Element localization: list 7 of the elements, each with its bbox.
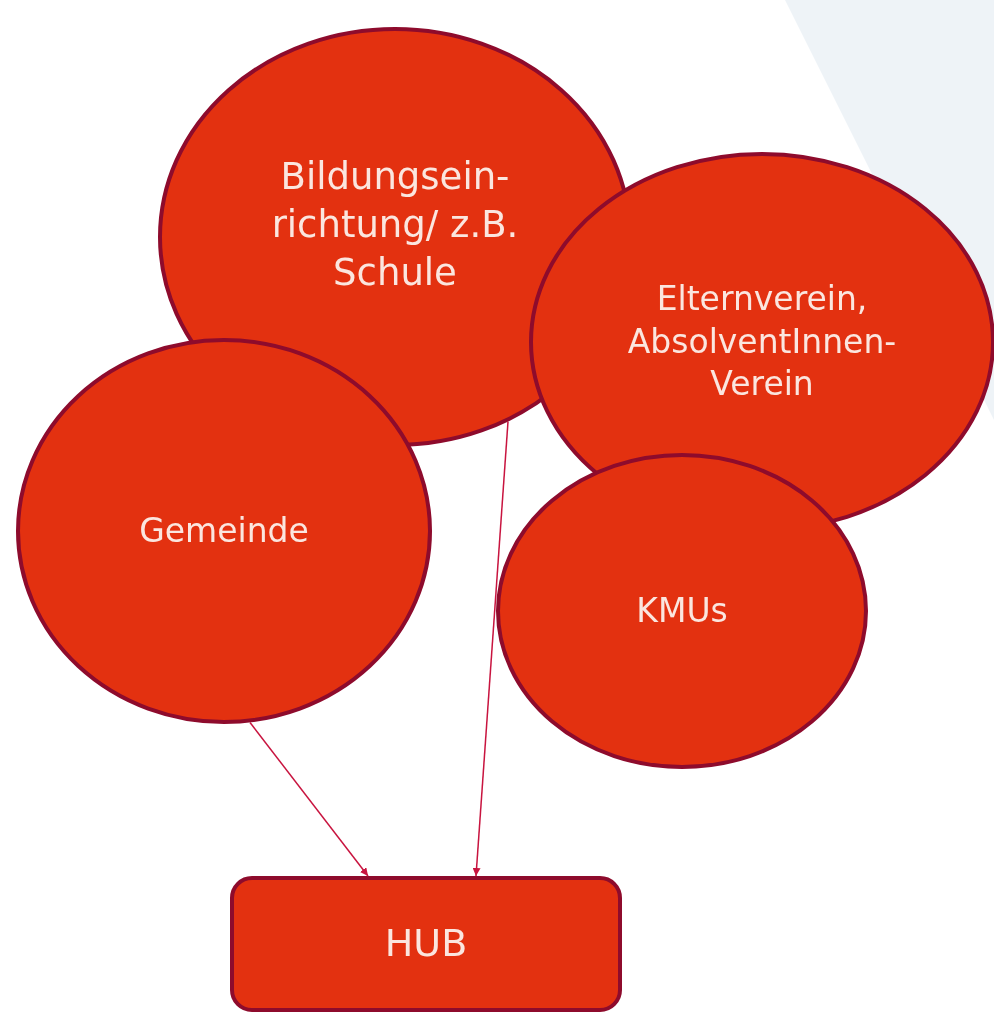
node-label: HUB [384,920,468,968]
node-label: Elternverein, AbsolventInnen- Verein [626,277,898,406]
node-label: Gemeinde [139,509,309,552]
arrow [249,721,369,877]
node-label: Bildungsein- richtung/ z.B. Schule [270,153,520,297]
arrow [472,420,509,877]
node-label: KMUs [636,589,728,632]
